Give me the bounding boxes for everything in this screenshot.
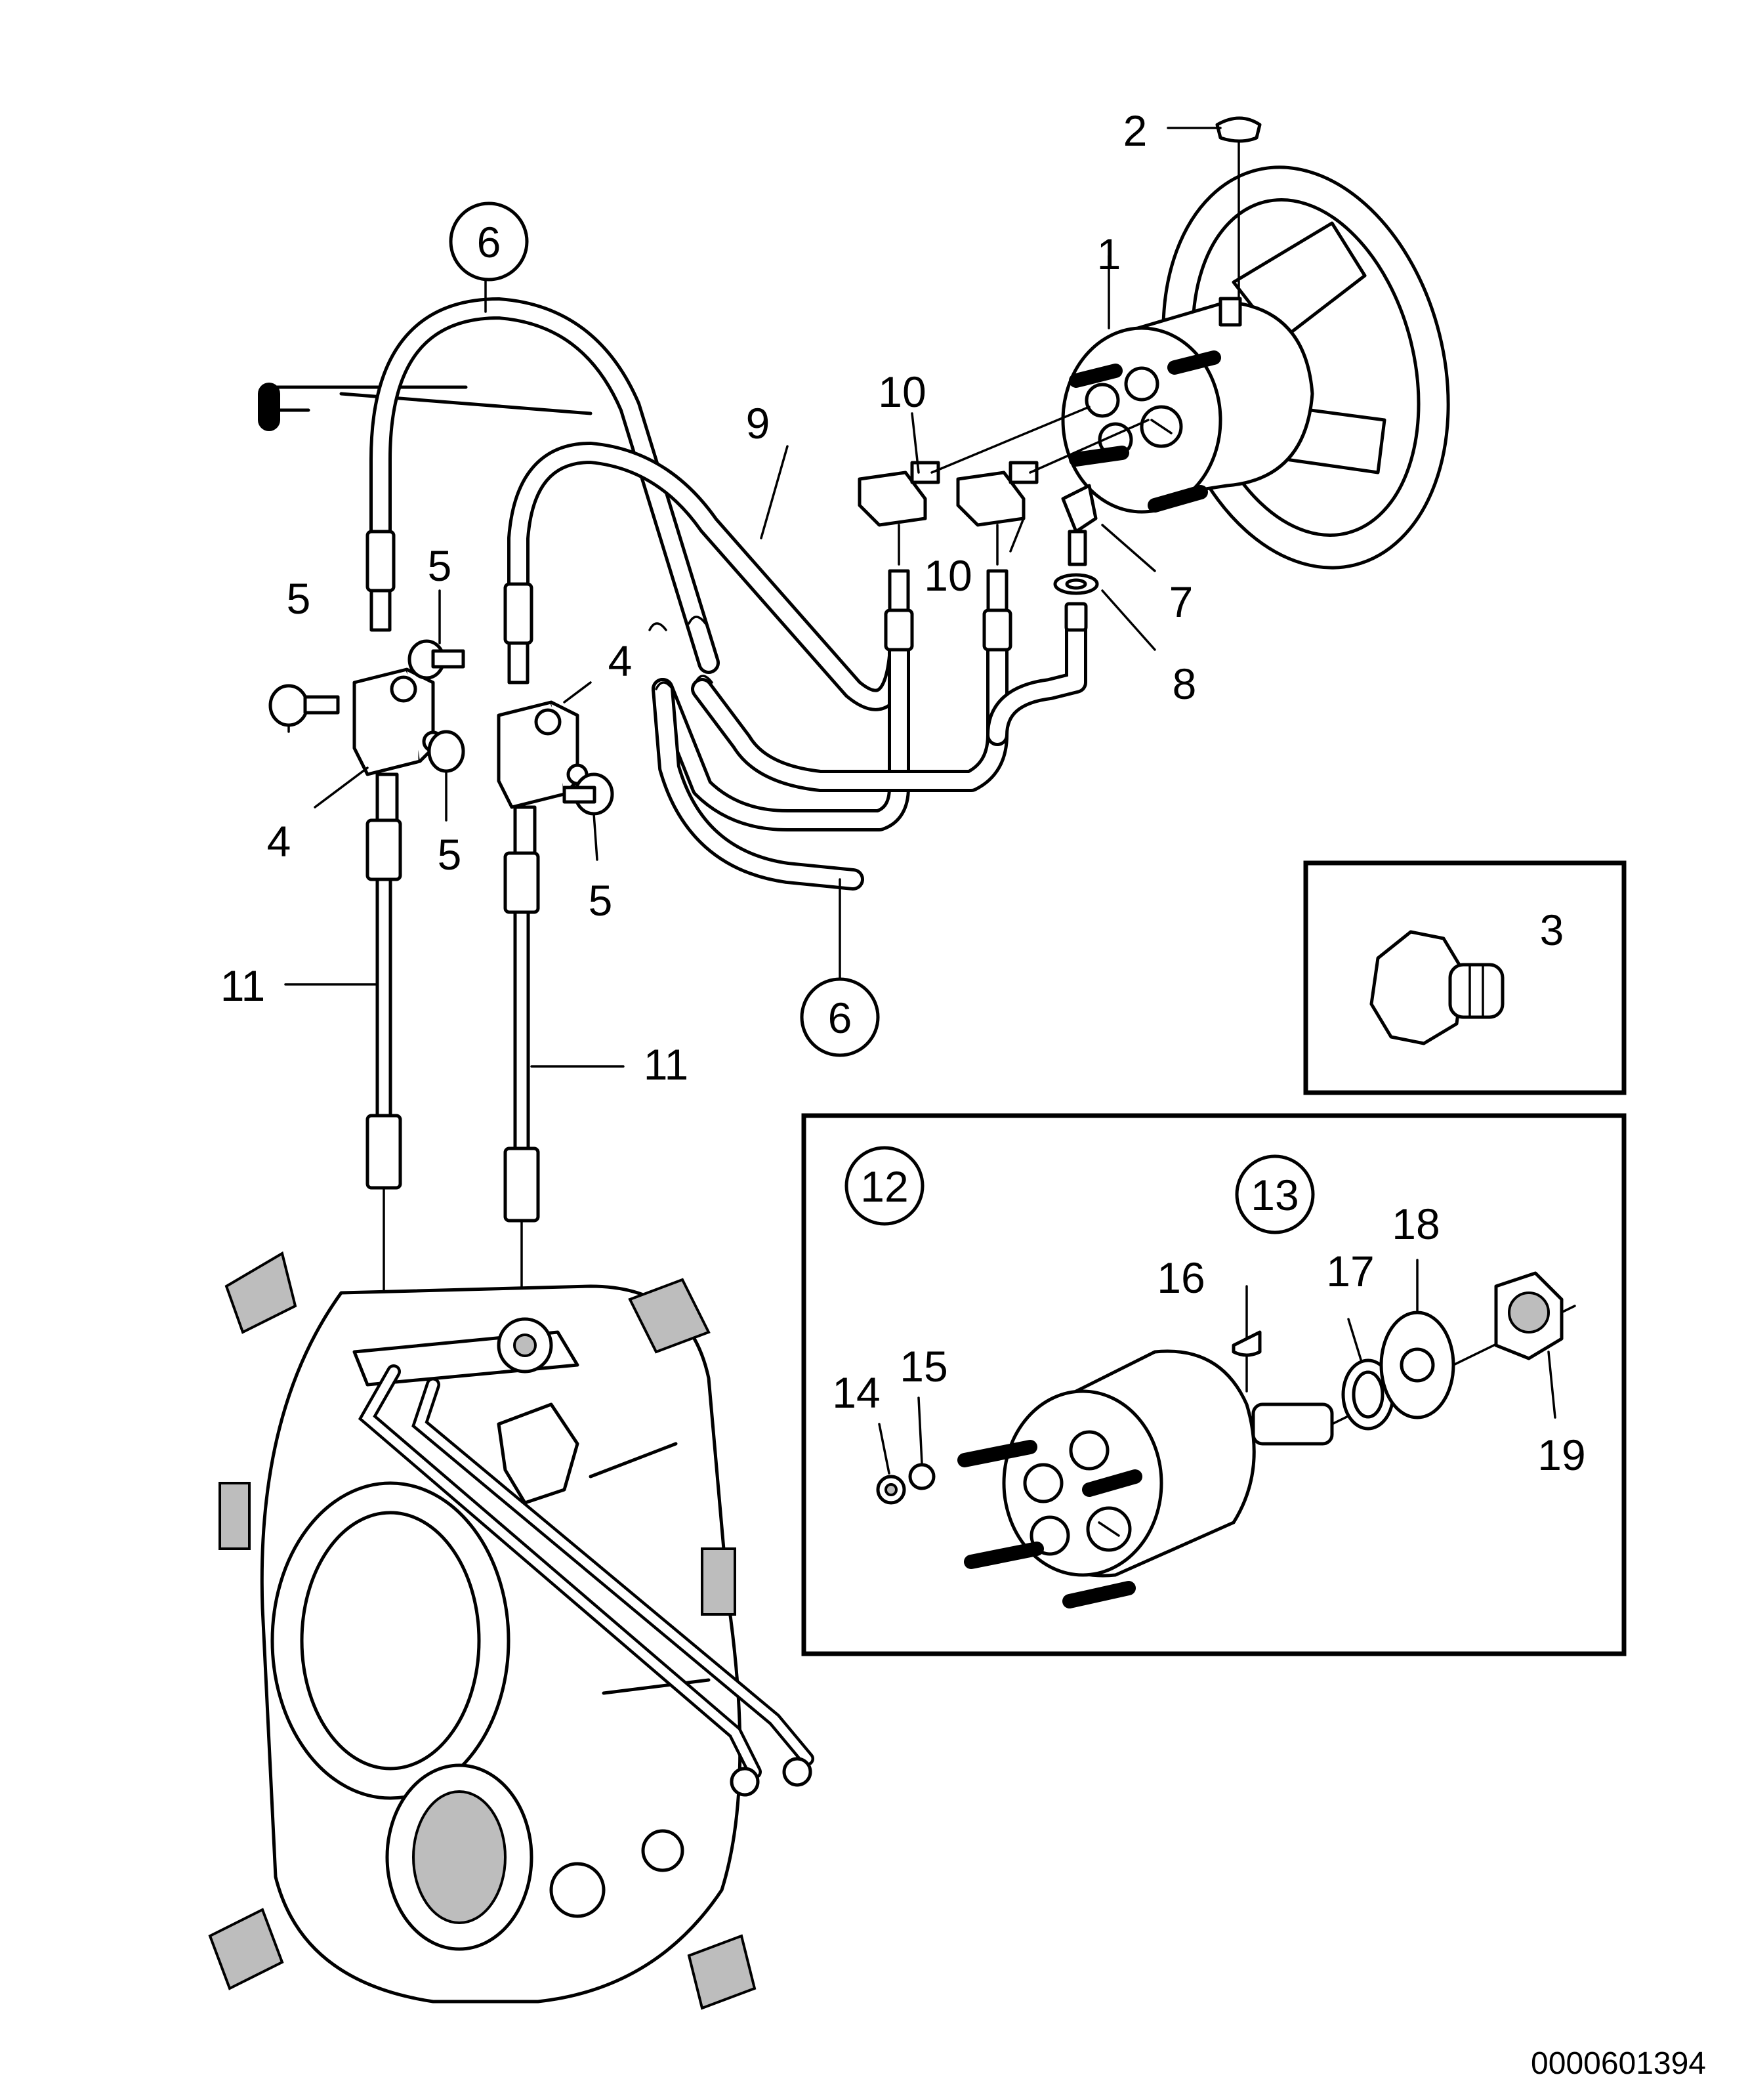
hose-break-marks xyxy=(648,616,713,690)
mounting-brackets xyxy=(208,1251,757,2010)
tee-block-right xyxy=(497,700,589,855)
pump-studs xyxy=(957,1440,1142,1608)
callout-circle-6-bottom xyxy=(800,977,880,1057)
callout-4-right: 4 xyxy=(608,637,633,685)
callout-5-c: 5 xyxy=(438,830,462,879)
callout-11-left: 11 xyxy=(220,961,266,1010)
callout-2: 2 xyxy=(1123,106,1148,155)
callout-14: 14 xyxy=(832,1368,880,1417)
callout-5-d: 5 xyxy=(589,876,613,925)
callout-13: 13 xyxy=(1251,1171,1299,1219)
bleed-screws xyxy=(268,639,614,861)
callout-4-left: 4 xyxy=(267,817,291,866)
callout-18: 18 xyxy=(1392,1200,1440,1248)
cylinder-tubes xyxy=(358,1364,814,1797)
inset-helm-pump-exploded-box xyxy=(801,1113,1627,1656)
callout-labels: 1 2 3 4 4 5 5 5 5 6 6 7 8 9 10 10 11 11 … xyxy=(220,106,1586,1479)
callout-6-bottom: 6 xyxy=(828,994,852,1042)
callout-5-b: 5 xyxy=(428,541,452,590)
document-id: 0000601394 xyxy=(1531,2046,1706,2081)
callout-8: 8 xyxy=(1173,660,1197,708)
callout-11-right: 11 xyxy=(644,1040,689,1089)
callout-6-top: 6 xyxy=(477,218,501,266)
callout-7: 7 xyxy=(1169,578,1194,626)
tee-block-left xyxy=(352,667,444,822)
bleed-nipple-and-washer xyxy=(1053,484,1099,595)
helm-pump-studs xyxy=(1069,350,1221,513)
inset-adapter-box xyxy=(1303,860,1627,1095)
callout-12: 12 xyxy=(860,1162,908,1211)
pump-ports xyxy=(1023,1430,1132,1556)
elbow-fittings xyxy=(858,406,1150,566)
helm-cap-plug xyxy=(1215,116,1262,300)
callout-15: 15 xyxy=(900,1342,947,1391)
callout-9: 9 xyxy=(746,399,770,448)
helm-pump-ports xyxy=(1085,366,1183,457)
callout-10-top: 10 xyxy=(878,368,926,416)
callout-circle-12 xyxy=(844,1146,925,1226)
steering-cylinder-housing xyxy=(260,1284,742,2004)
callout-16: 16 xyxy=(1157,1253,1205,1302)
hose-end-fittings xyxy=(365,530,1088,684)
rigid-pipes xyxy=(365,818,540,1314)
hydraulic-hose-lines xyxy=(258,297,1087,891)
callout-10-bottom: 10 xyxy=(924,551,972,600)
callout-5-a: 5 xyxy=(287,574,311,623)
callout-17: 17 xyxy=(1326,1247,1374,1295)
callout-circle-6-top xyxy=(449,201,529,282)
callout-3: 3 xyxy=(1540,906,1564,954)
callout-circle-13 xyxy=(1235,1154,1315,1234)
callout-1: 1 xyxy=(1097,230,1121,278)
callout-19: 19 xyxy=(1537,1431,1585,1479)
callout-circles xyxy=(449,201,1315,1234)
helm-pump xyxy=(1061,297,1314,514)
